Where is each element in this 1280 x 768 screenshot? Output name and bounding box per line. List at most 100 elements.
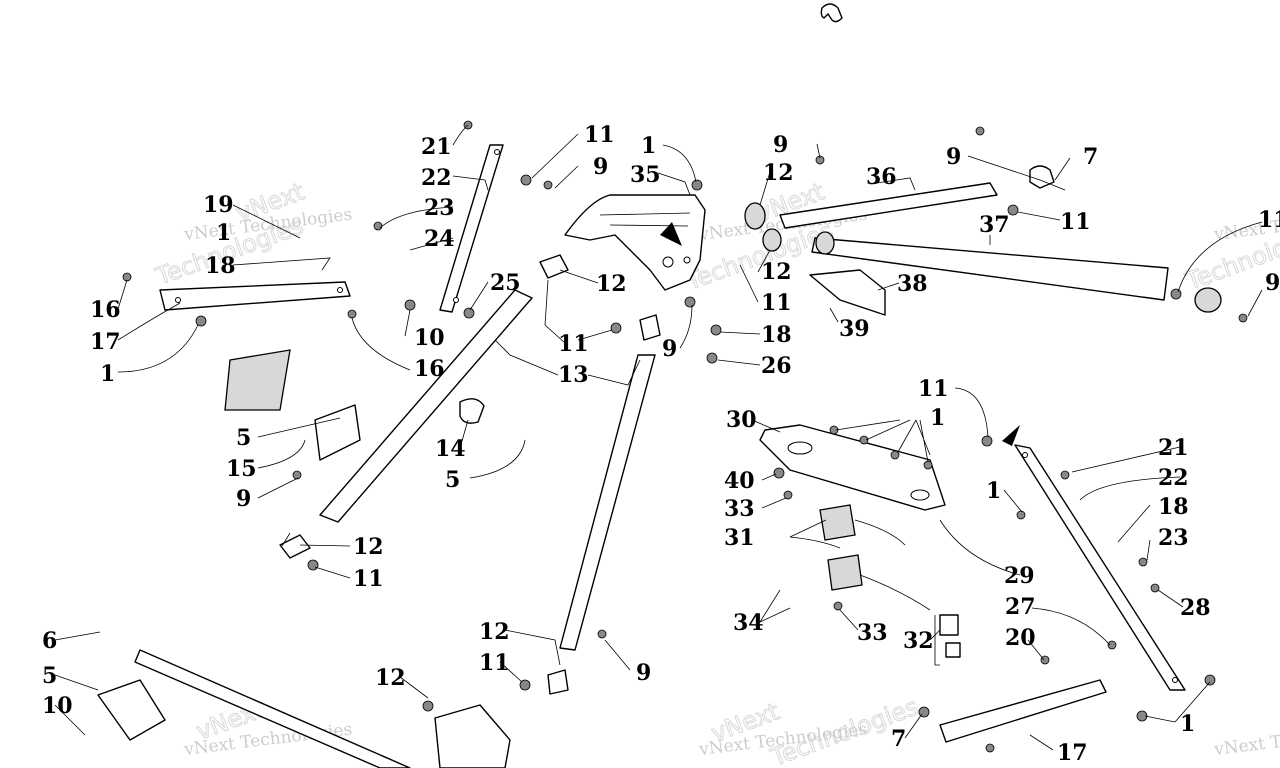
callout-label: 23 xyxy=(1158,525,1189,551)
right-lower-arm-part xyxy=(939,679,1107,743)
relay-part xyxy=(827,554,863,591)
callout-label: 7 xyxy=(1083,144,1098,170)
mount-plate-part xyxy=(97,679,166,741)
callout-label: 31 xyxy=(724,525,755,551)
lower-assembly-part xyxy=(434,704,511,768)
upper-right-arm-part xyxy=(779,182,998,229)
bracket-part xyxy=(809,269,886,316)
callout-label: 40 xyxy=(724,468,755,494)
diagonal-tube-part xyxy=(319,289,533,523)
callout-label: 24 xyxy=(424,226,455,252)
bushing-part xyxy=(815,231,835,255)
callout-label: 9 xyxy=(773,132,788,158)
fitting-part xyxy=(547,669,569,695)
callout-label: 35 xyxy=(630,162,661,188)
callout-label: 23 xyxy=(424,195,455,221)
callout-label: 11 xyxy=(584,122,615,148)
callout-label: 11 xyxy=(1060,209,1091,235)
callout-label: 29 xyxy=(1004,563,1035,589)
callout-label: 19 xyxy=(203,192,234,218)
callout-label: 15 xyxy=(226,456,257,482)
callout-label: 22 xyxy=(1158,465,1189,491)
vertical-tube-part xyxy=(559,354,656,651)
callout-labels: 21 22 19 1 23 24 18 16 17 1 10 16 25 12 … xyxy=(42,122,1280,766)
callout-label: 11 xyxy=(918,376,949,402)
callout-label: 22 xyxy=(421,165,452,191)
callout-label: 7 xyxy=(891,726,906,752)
callout-label: 11 xyxy=(761,290,792,316)
callout-label: 5 xyxy=(42,663,57,689)
callout-label: 33 xyxy=(724,496,755,522)
callout-label: 11 xyxy=(1258,207,1280,233)
callout-label: 26 xyxy=(761,353,792,379)
callout-label: 17 xyxy=(90,329,121,355)
callout-label: 11 xyxy=(353,566,384,592)
callout-label: 5 xyxy=(445,467,460,493)
callout-label: 1 xyxy=(1180,711,1195,737)
callout-label: 18 xyxy=(1158,494,1189,520)
bushing-part xyxy=(744,202,766,230)
callout-label: 21 xyxy=(1158,435,1189,461)
callout-label: 12 xyxy=(761,259,792,285)
callout-label: 28 xyxy=(1180,595,1211,621)
watermark-text: vNext Technologies xyxy=(1212,720,1280,761)
callout-label: 18 xyxy=(761,322,792,348)
callout-label: 1 xyxy=(641,133,656,159)
callout-label: 1 xyxy=(986,478,1001,504)
callout-label: 9 xyxy=(946,144,961,170)
callout-label: 11 xyxy=(479,650,510,676)
callout-label: 12 xyxy=(596,271,627,297)
bracket-part xyxy=(314,404,361,461)
cap-part xyxy=(939,614,959,636)
module-part xyxy=(224,349,291,411)
callout-label: 30 xyxy=(726,407,757,433)
top-clip-part xyxy=(820,3,843,23)
callout-label: 16 xyxy=(414,356,445,382)
right-vertical-bar-part xyxy=(1014,444,1186,691)
callout-label: 12 xyxy=(375,665,406,691)
fitting-part xyxy=(279,534,311,559)
left-upper-arm-part xyxy=(159,281,351,311)
callout-label: 12 xyxy=(479,619,510,645)
callout-label: 27 xyxy=(1005,594,1036,620)
callout-label: 9 xyxy=(1265,270,1280,296)
callout-label: 9 xyxy=(236,486,251,512)
callout-label: 34 xyxy=(733,610,764,636)
center-bracket-part xyxy=(564,194,706,291)
arrow-marker-part xyxy=(1002,425,1020,446)
right-long-arm-part xyxy=(811,237,1169,301)
arrow-marker-part xyxy=(660,222,682,246)
left-lower-arm-part xyxy=(134,649,411,768)
callout-label: 38 xyxy=(897,271,928,297)
callout-label: 1 xyxy=(100,361,115,387)
callout-label: 21 xyxy=(421,134,452,160)
fitting-part xyxy=(539,254,569,279)
clamp-part xyxy=(459,398,485,424)
callout-label: 14 xyxy=(435,436,466,462)
callout-label: 33 xyxy=(857,620,888,646)
callout-label: 11 xyxy=(558,331,589,357)
relay-part xyxy=(819,504,856,541)
callout-label: 16 xyxy=(90,297,121,323)
callout-label: 18 xyxy=(205,253,236,279)
callout-label: 6 xyxy=(42,628,57,654)
callout-label: 17 xyxy=(1057,740,1088,766)
callout-label: 20 xyxy=(1005,625,1036,651)
callout-label: 9 xyxy=(593,154,608,180)
callout-label: 13 xyxy=(558,362,589,388)
callout-label: 39 xyxy=(839,316,870,342)
callout-label: 9 xyxy=(662,336,677,362)
callout-label: 9 xyxy=(636,660,651,686)
callout-label: 12 xyxy=(353,534,384,560)
callout-label: 12 xyxy=(763,160,794,186)
callout-label: 36 xyxy=(866,164,897,190)
leader-lines xyxy=(54,124,1263,751)
clip-part xyxy=(1029,165,1055,189)
bushing-part xyxy=(1194,287,1222,313)
callout-label: 32 xyxy=(903,628,934,654)
callout-label: 1 xyxy=(216,220,231,246)
bushing-part xyxy=(762,228,782,252)
fitting-part xyxy=(639,314,661,341)
